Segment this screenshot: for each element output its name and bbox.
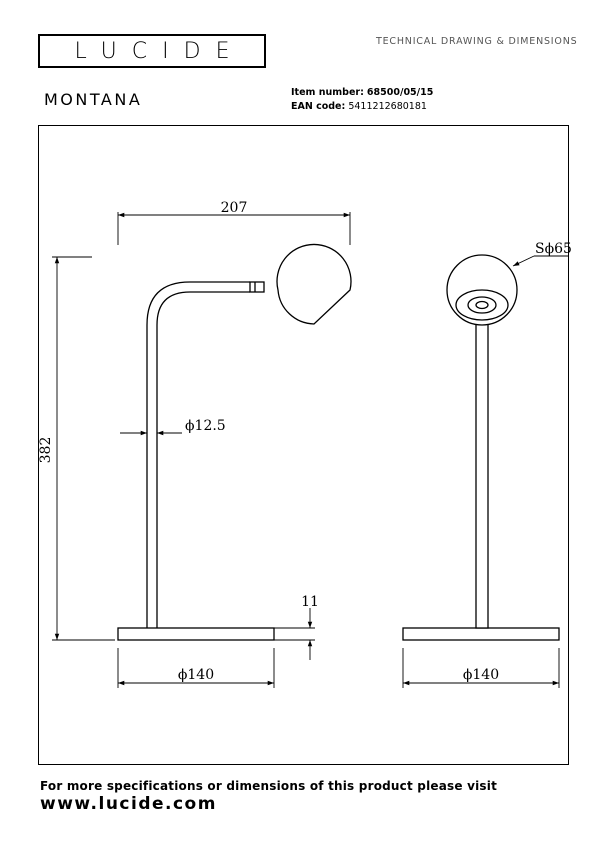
front-view-pipe (475, 321, 489, 629)
dimension-width-label: 207 (221, 200, 248, 216)
product-name: MONTANA (44, 90, 143, 109)
side-view-base (117, 627, 275, 641)
side-view-arm-inner (156, 291, 250, 628)
ean-code-row: EAN code: 5411212680181 (291, 101, 427, 112)
dimension-lines (52, 212, 568, 688)
ean-code-label: EAN code: (291, 101, 346, 112)
brand-logo: LUCIDE (38, 34, 266, 68)
front-view-lens (467, 296, 497, 314)
side-view-head (276, 243, 352, 325)
dimension-head-sphere-label: Sϕ65 (535, 241, 572, 257)
front-view-lens-center (475, 300, 489, 310)
brand-logo-text: LUCIDE (74, 38, 245, 64)
dimension-base-thickness-label: 11 (301, 594, 319, 610)
item-number-label: Item number: (291, 87, 364, 98)
document-type: TECHNICAL DRAWING & DIMENSIONS (376, 36, 578, 47)
dimension-base-diameter-side-label: ϕ140 (178, 667, 214, 683)
front-view-lamp (402, 254, 560, 641)
front-view-base (402, 627, 560, 641)
side-view-lamp (117, 243, 352, 641)
dimension-height-label: 382 (38, 437, 54, 464)
footer-url: www.lucide.com (40, 794, 217, 814)
item-number-row: Item number: 68500/05/15 (291, 87, 433, 98)
side-view-arm-outer (146, 281, 250, 628)
side-view-joint (249, 281, 265, 293)
dimension-pipe-diameter-label: ϕ12.5 (185, 418, 226, 434)
ean-code-value: 5411212680181 (348, 101, 427, 112)
footer-text: For more specifications or dimensions of… (40, 779, 498, 793)
item-number-value: 68500/05/15 (366, 87, 434, 98)
dimension-base-diameter-front-label: ϕ140 (463, 667, 499, 683)
drawing-frame (38, 125, 569, 765)
